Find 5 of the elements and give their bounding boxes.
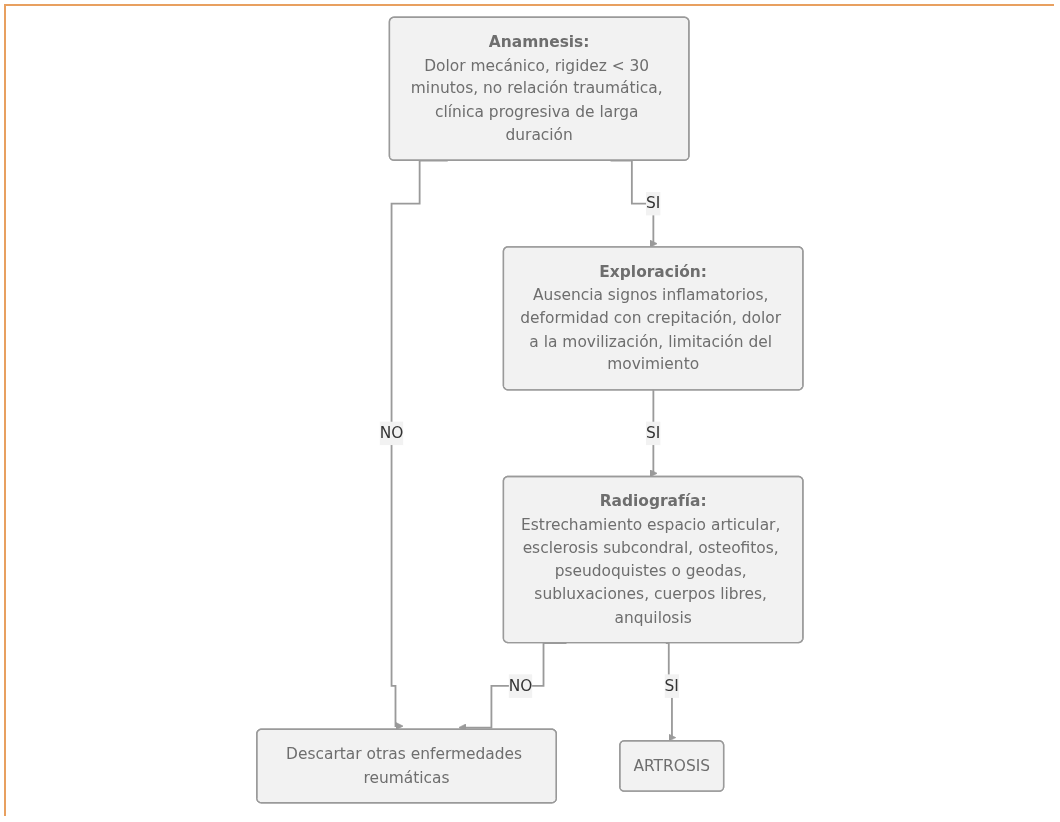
edge-label: NO — [379, 423, 404, 442]
edge-label: SI — [646, 193, 661, 212]
edge-label: SI — [664, 676, 680, 695]
edge-label: NO — [508, 676, 533, 695]
edge-label: SI — [646, 423, 661, 442]
